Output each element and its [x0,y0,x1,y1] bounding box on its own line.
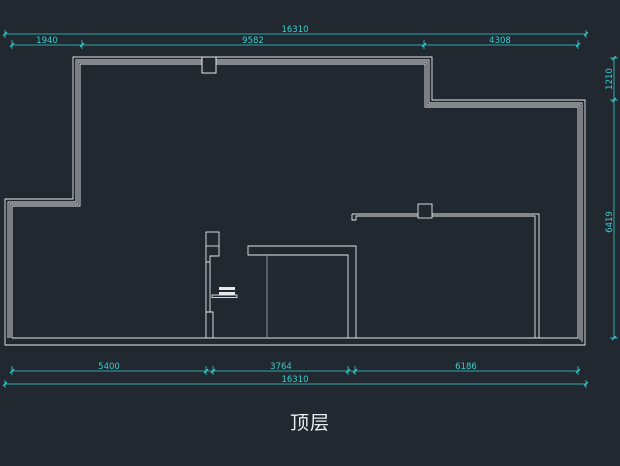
dim-top-seg-3: 4308 [489,36,511,46]
dimension-lines [4,30,618,388]
dim-bottom-seg-2: 3764 [270,362,292,372]
dim-bottom-seg-3: 6186 [455,362,477,372]
dim-top-total: 16310 [281,25,308,35]
interior-wall-center [247,245,357,338]
top-column [201,56,217,74]
dim-bottom-seg-1: 5400 [98,362,120,372]
dimension-ticks [2,31,617,387]
interior-partition-right [351,203,540,338]
outer-wall [4,56,586,346]
dim-top-seg-1: 1940 [36,36,58,46]
drawing-caption: 顶层 [289,412,330,434]
dim-top-seg-2: 9582 [242,36,264,46]
stair-mark-2 [219,292,235,295]
dim-right-seg-1: 1210 [605,68,615,90]
dim-right-seg-2: 6419 [605,211,615,233]
dim-bottom-total: 16310 [281,375,308,385]
interior-partition-left [205,231,238,339]
stair-mark-1 [219,287,235,290]
